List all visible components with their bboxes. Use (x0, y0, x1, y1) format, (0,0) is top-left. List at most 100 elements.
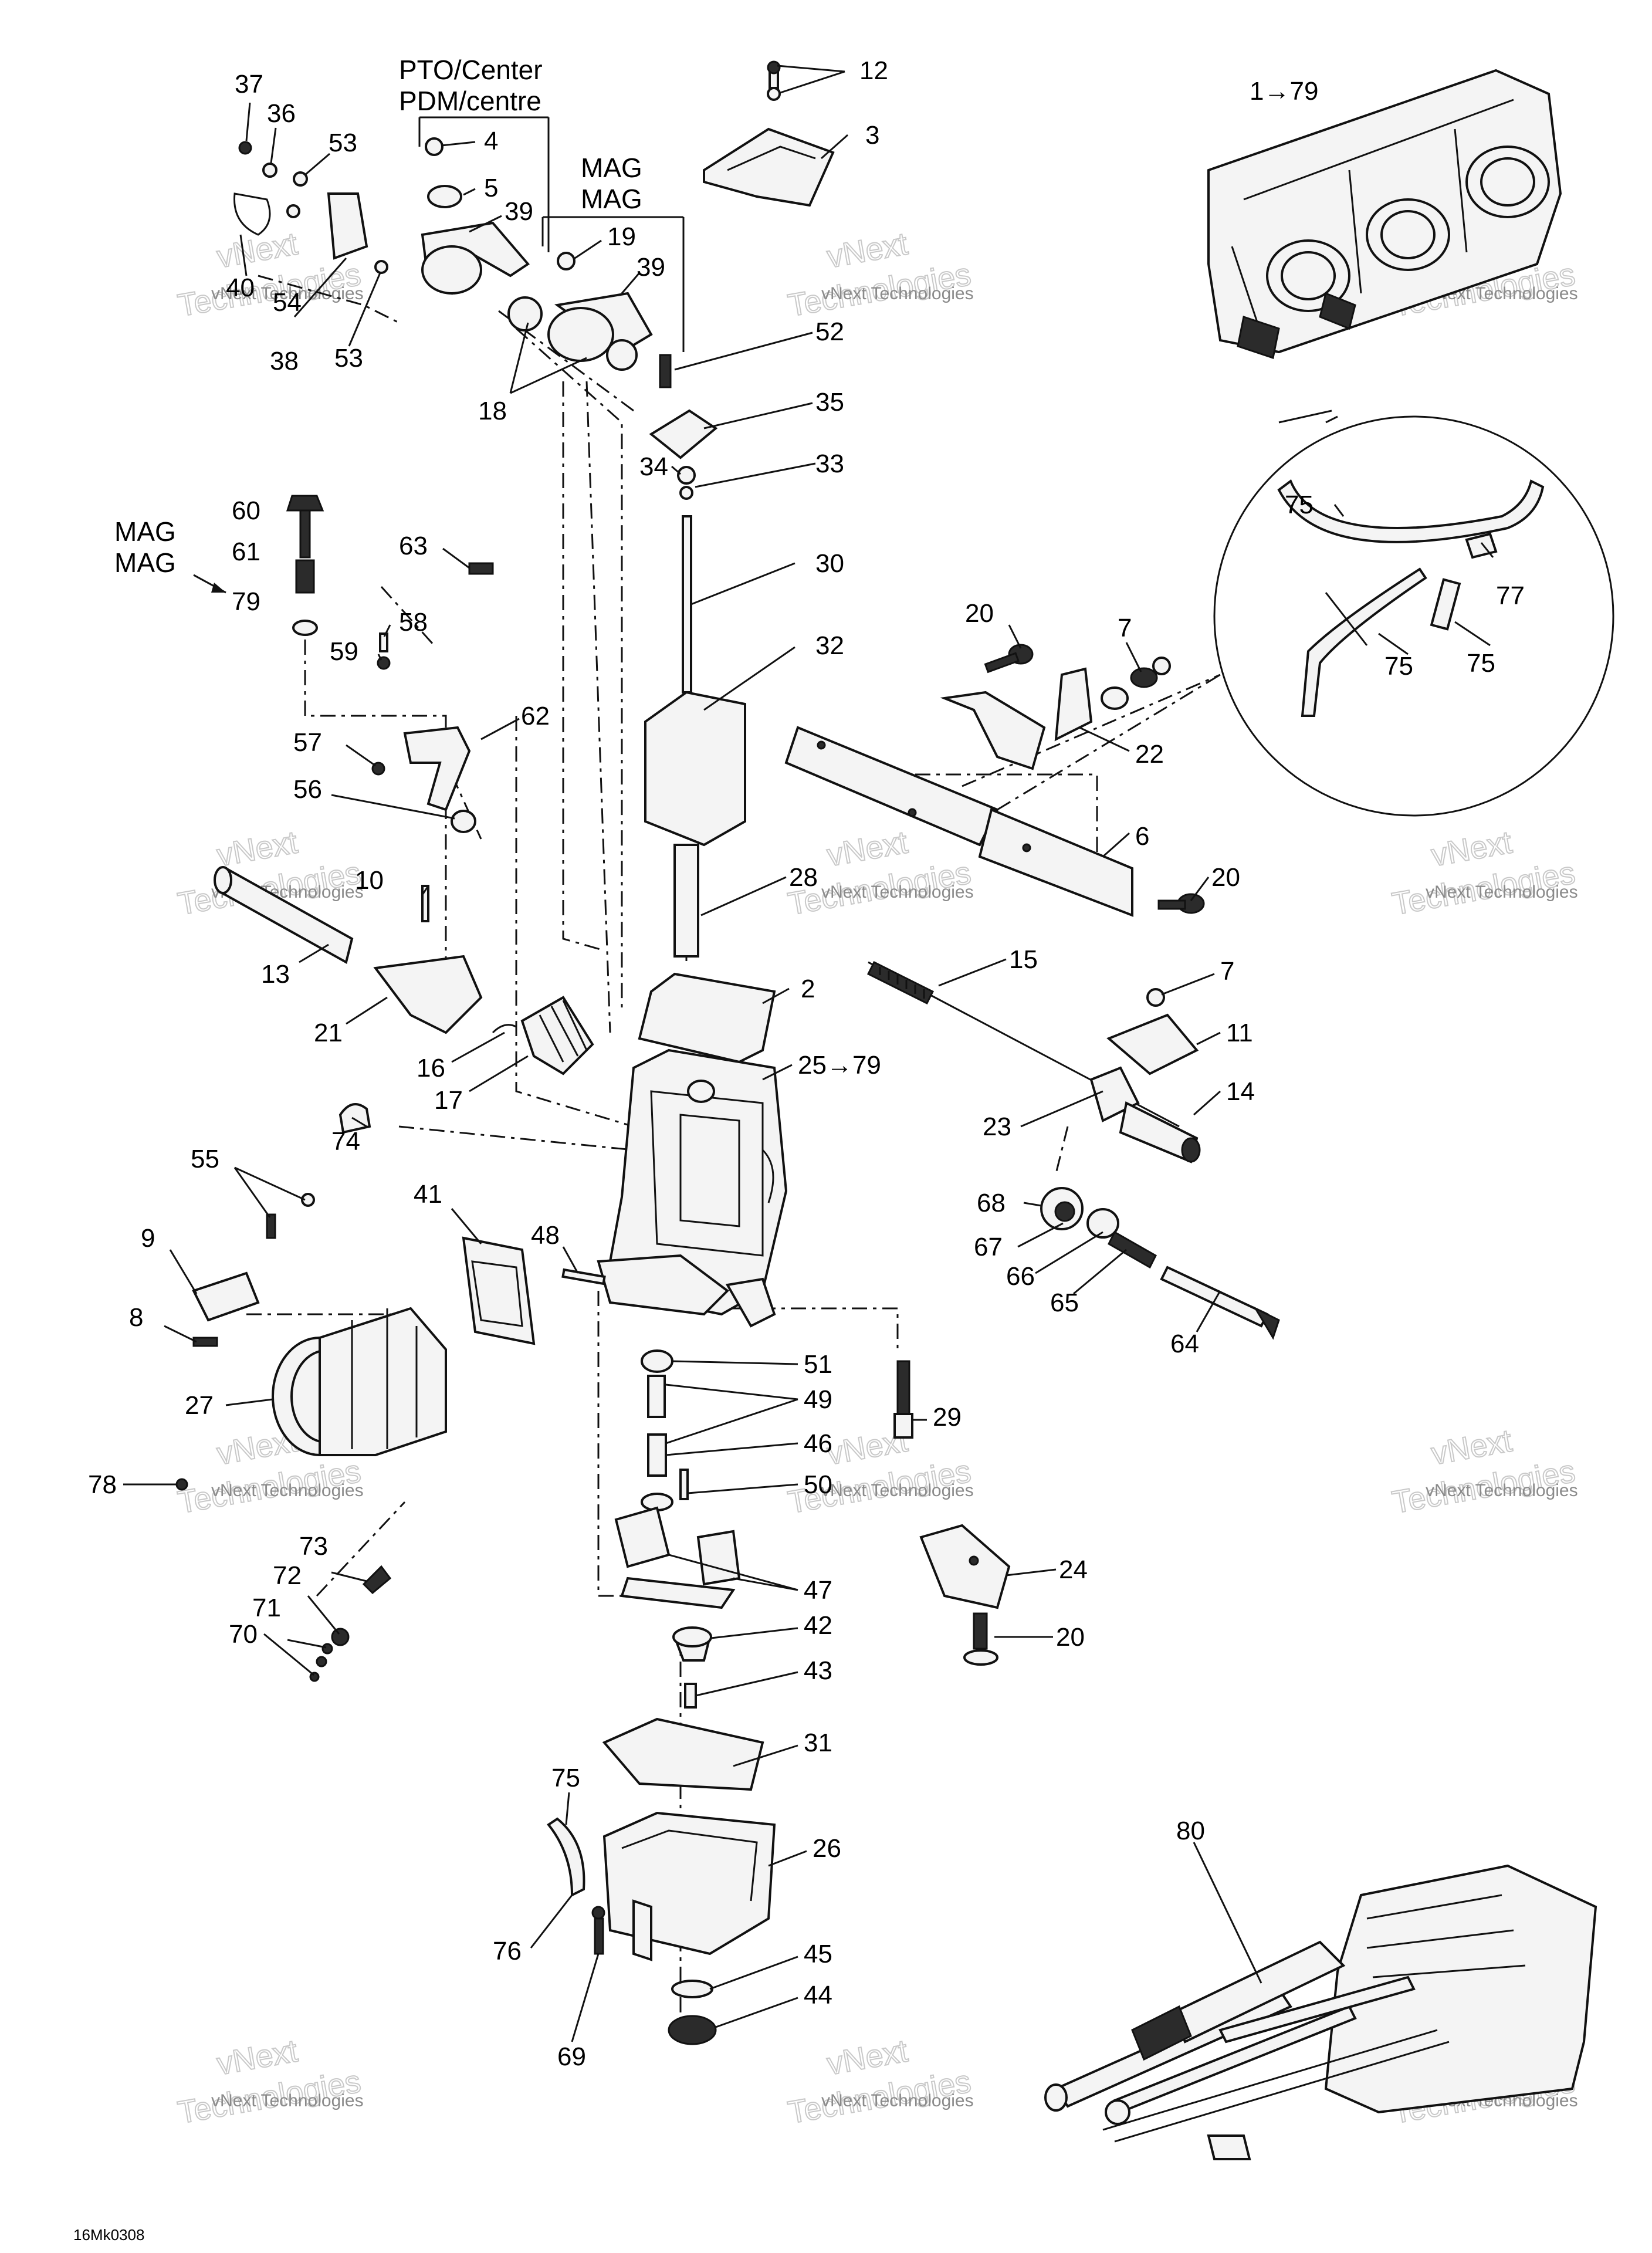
watermark-text: vNext Technologies (821, 882, 974, 902)
callout-76: 76 (493, 1937, 522, 1966)
callout-43: 43 (804, 1656, 832, 1685)
callout-19: 19 (607, 222, 636, 251)
callout-46: 46 (804, 1429, 832, 1458)
throttle-lever-mag (507, 252, 653, 371)
callout-30: 30 (815, 549, 844, 578)
callout-50: 50 (804, 1470, 832, 1499)
air-screw-assembly (175, 1478, 392, 1682)
watermark-text: vNext Technologies (821, 2091, 974, 2110)
callout-9: 9 (141, 1224, 155, 1253)
callout-2: 2 (801, 975, 815, 1003)
watermark-text: vNext (214, 2033, 300, 2082)
throttle-return-spring (492, 996, 594, 1075)
watermark-text: vNext (214, 824, 300, 873)
callout-13: 13 (261, 960, 290, 989)
callout-67: 67 (974, 1233, 1003, 1261)
callout-73: 73 (299, 1532, 328, 1561)
group-labels: PTO/Center PDM/centre MAG MAG MAG MAG (114, 55, 685, 594)
needle-assembly (644, 354, 746, 958)
callout-60: 60 (232, 496, 260, 525)
callout-18: 18 (478, 397, 507, 425)
watermark-text: vNext Technologies (821, 1481, 974, 1500)
watermark-text: vNext Technologies (211, 2091, 364, 2110)
watermark: vNext Technologies vNext Technologies (175, 2032, 364, 2131)
main-nozzle (893, 1360, 913, 1439)
throttle-cam-bracket (940, 644, 1171, 770)
callout-75: 75 (1384, 652, 1413, 681)
pilot-screw (561, 1268, 606, 1286)
callout-labels: 37 36 53 40 54 38 53 4 5 39 19 39 18 12 … (73, 56, 1525, 2244)
callout-58: 58 (399, 608, 428, 637)
callout-7: 7 (1118, 614, 1132, 642)
callout-56: 56 (293, 775, 322, 804)
choke-shaft (866, 960, 1201, 1163)
watermark: vNext Technologies vNext Technologies (1389, 824, 1579, 922)
callout-20: 20 (965, 599, 994, 628)
group-label-mag: MAG (581, 153, 642, 183)
leader-lines (123, 65, 1494, 2042)
callout-70: 70 (229, 1620, 258, 1649)
callout-72: 72 (273, 1561, 302, 1590)
callout-12: 12 (859, 56, 888, 85)
group-label-mag-left: MAG (114, 516, 176, 547)
callout-32: 32 (815, 631, 844, 660)
callout-75: 75 (1467, 649, 1495, 678)
parts (175, 60, 1614, 2160)
throttle-body (192, 1193, 536, 1456)
callout-52: 52 (815, 317, 844, 346)
callout-65: 65 (1050, 1288, 1079, 1317)
group-label-mag-fr: MAG (581, 184, 642, 214)
callout-6: 6 (1135, 822, 1149, 851)
callout-63: 63 (399, 532, 428, 560)
watermark: vNext Technologies vNext Technologies (1389, 1422, 1579, 1521)
callout-33: 33 (815, 449, 844, 478)
callout-44: 44 (804, 1981, 832, 2010)
callout-4: 4 (484, 127, 498, 155)
carburetor-body (597, 1048, 788, 1328)
callout-74: 74 (331, 1127, 360, 1156)
callout-68: 68 (977, 1189, 1006, 1217)
watermark-layer: vNext Technologies vNext Technologies vN… (175, 225, 1579, 2131)
callout-11: 11 (1226, 1019, 1253, 1047)
callout-20: 20 (1211, 863, 1240, 892)
callout-66: 66 (1006, 1262, 1035, 1291)
tool-kit (1044, 1864, 1597, 2160)
top-gasket (638, 972, 776, 1064)
callout-69: 69 (557, 2042, 586, 2071)
callout-75: 75 (1285, 490, 1314, 519)
enrichener-valve (1040, 1187, 1280, 1340)
callout-49: 49 (804, 1385, 832, 1414)
watermark-text: vNext Technologies (211, 284, 364, 303)
watermark-text: vNext Technologies (821, 284, 974, 303)
callout-53: 53 (334, 344, 363, 373)
callout-53: 53 (329, 128, 357, 157)
callout-71: 71 (252, 1594, 281, 1622)
callout-37: 37 (235, 70, 263, 99)
callout-59: 59 (330, 637, 358, 666)
callout-36: 36 (267, 99, 296, 128)
callout-75: 75 (551, 1764, 580, 1792)
arrowhead-icon (211, 583, 226, 593)
callout-28: 28 (789, 863, 818, 892)
callout-40: 40 (226, 273, 255, 302)
callout-14: 14 (1226, 1077, 1255, 1106)
callout-55: 55 (191, 1145, 219, 1173)
callout-80: 80 (1176, 1816, 1205, 1845)
callout-47: 47 (804, 1576, 832, 1605)
callout-26: 26 (813, 1834, 841, 1863)
watermark-text: vNext Technologies (1426, 882, 1578, 902)
callout-23: 23 (983, 1112, 1011, 1141)
callout-38: 38 (270, 347, 299, 376)
group-label-pto: PTO/Center (399, 55, 543, 85)
callout-24: 24 (1059, 1555, 1088, 1584)
watermark-text: vNext Technologies (211, 1481, 364, 1500)
watermark: vNext Technologies vNext Technologies (785, 225, 974, 324)
mag-bracket (541, 216, 685, 352)
diagram-code: 16Mk0308 (73, 2226, 144, 2244)
throttle-lever-pto (233, 137, 530, 295)
callout-51: 51 (804, 1350, 832, 1379)
callout-3: 3 (865, 121, 879, 150)
watermark-text: vNext (1428, 1423, 1514, 1471)
callout-27: 27 (185, 1391, 214, 1420)
callout-10: 10 (355, 866, 384, 895)
